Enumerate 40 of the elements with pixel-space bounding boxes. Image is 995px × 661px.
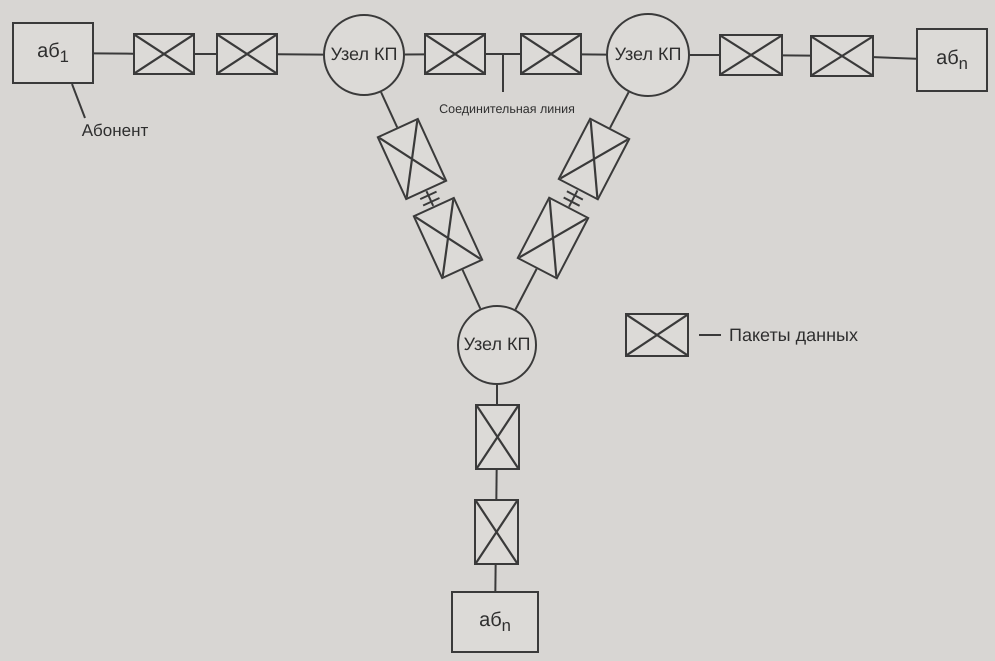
- node-label: Узел КП: [464, 335, 530, 355]
- packet-box: [216, 33, 278, 75]
- connection-line: [495, 470, 498, 500]
- node-label: аб$_{1}$: [37, 40, 69, 66]
- node-label: Узел КП: [330, 45, 398, 65]
- connection-line: [782, 54, 810, 57]
- connection-line: [486, 53, 520, 55]
- subscriber-box: [12, 22, 94, 84]
- connection-line: [494, 564, 497, 592]
- connection-line: [874, 56, 916, 60]
- connection-line: [426, 190, 434, 206]
- node-label: аб$_{n}$: [936, 46, 968, 74]
- leader-line: [71, 84, 86, 118]
- node-label: Узел КП: [614, 45, 682, 65]
- node-label: аб$_{n}$: [479, 608, 511, 636]
- connection-line: [278, 53, 323, 56]
- packet-box: [719, 34, 783, 76]
- packet-box: [810, 35, 874, 77]
- leader-line: [502, 55, 504, 92]
- subscriber-box: [451, 591, 539, 653]
- connection-line: [461, 269, 482, 310]
- connection-line: [496, 385, 498, 404]
- connection-line: [568, 190, 578, 208]
- connection-line: [404, 53, 424, 56]
- subscriber-box: [916, 28, 988, 92]
- connection-line: [380, 92, 398, 128]
- connection-line: [195, 53, 216, 55]
- packet-box: [133, 33, 195, 75]
- packet-box: [520, 33, 582, 75]
- packet-box: [474, 499, 518, 565]
- packet-box: [424, 33, 486, 75]
- connection-line: [608, 92, 630, 129]
- packet-box: [474, 404, 520, 470]
- connection-line: [514, 268, 538, 310]
- connection-line: [582, 53, 606, 56]
- connection-line: [94, 52, 133, 55]
- connection-line: [690, 54, 719, 56]
- label-text: Абонент: [82, 122, 148, 140]
- label-text: Соединительная линия: [439, 103, 575, 117]
- legend-label: Пакеты данных: [729, 324, 858, 346]
